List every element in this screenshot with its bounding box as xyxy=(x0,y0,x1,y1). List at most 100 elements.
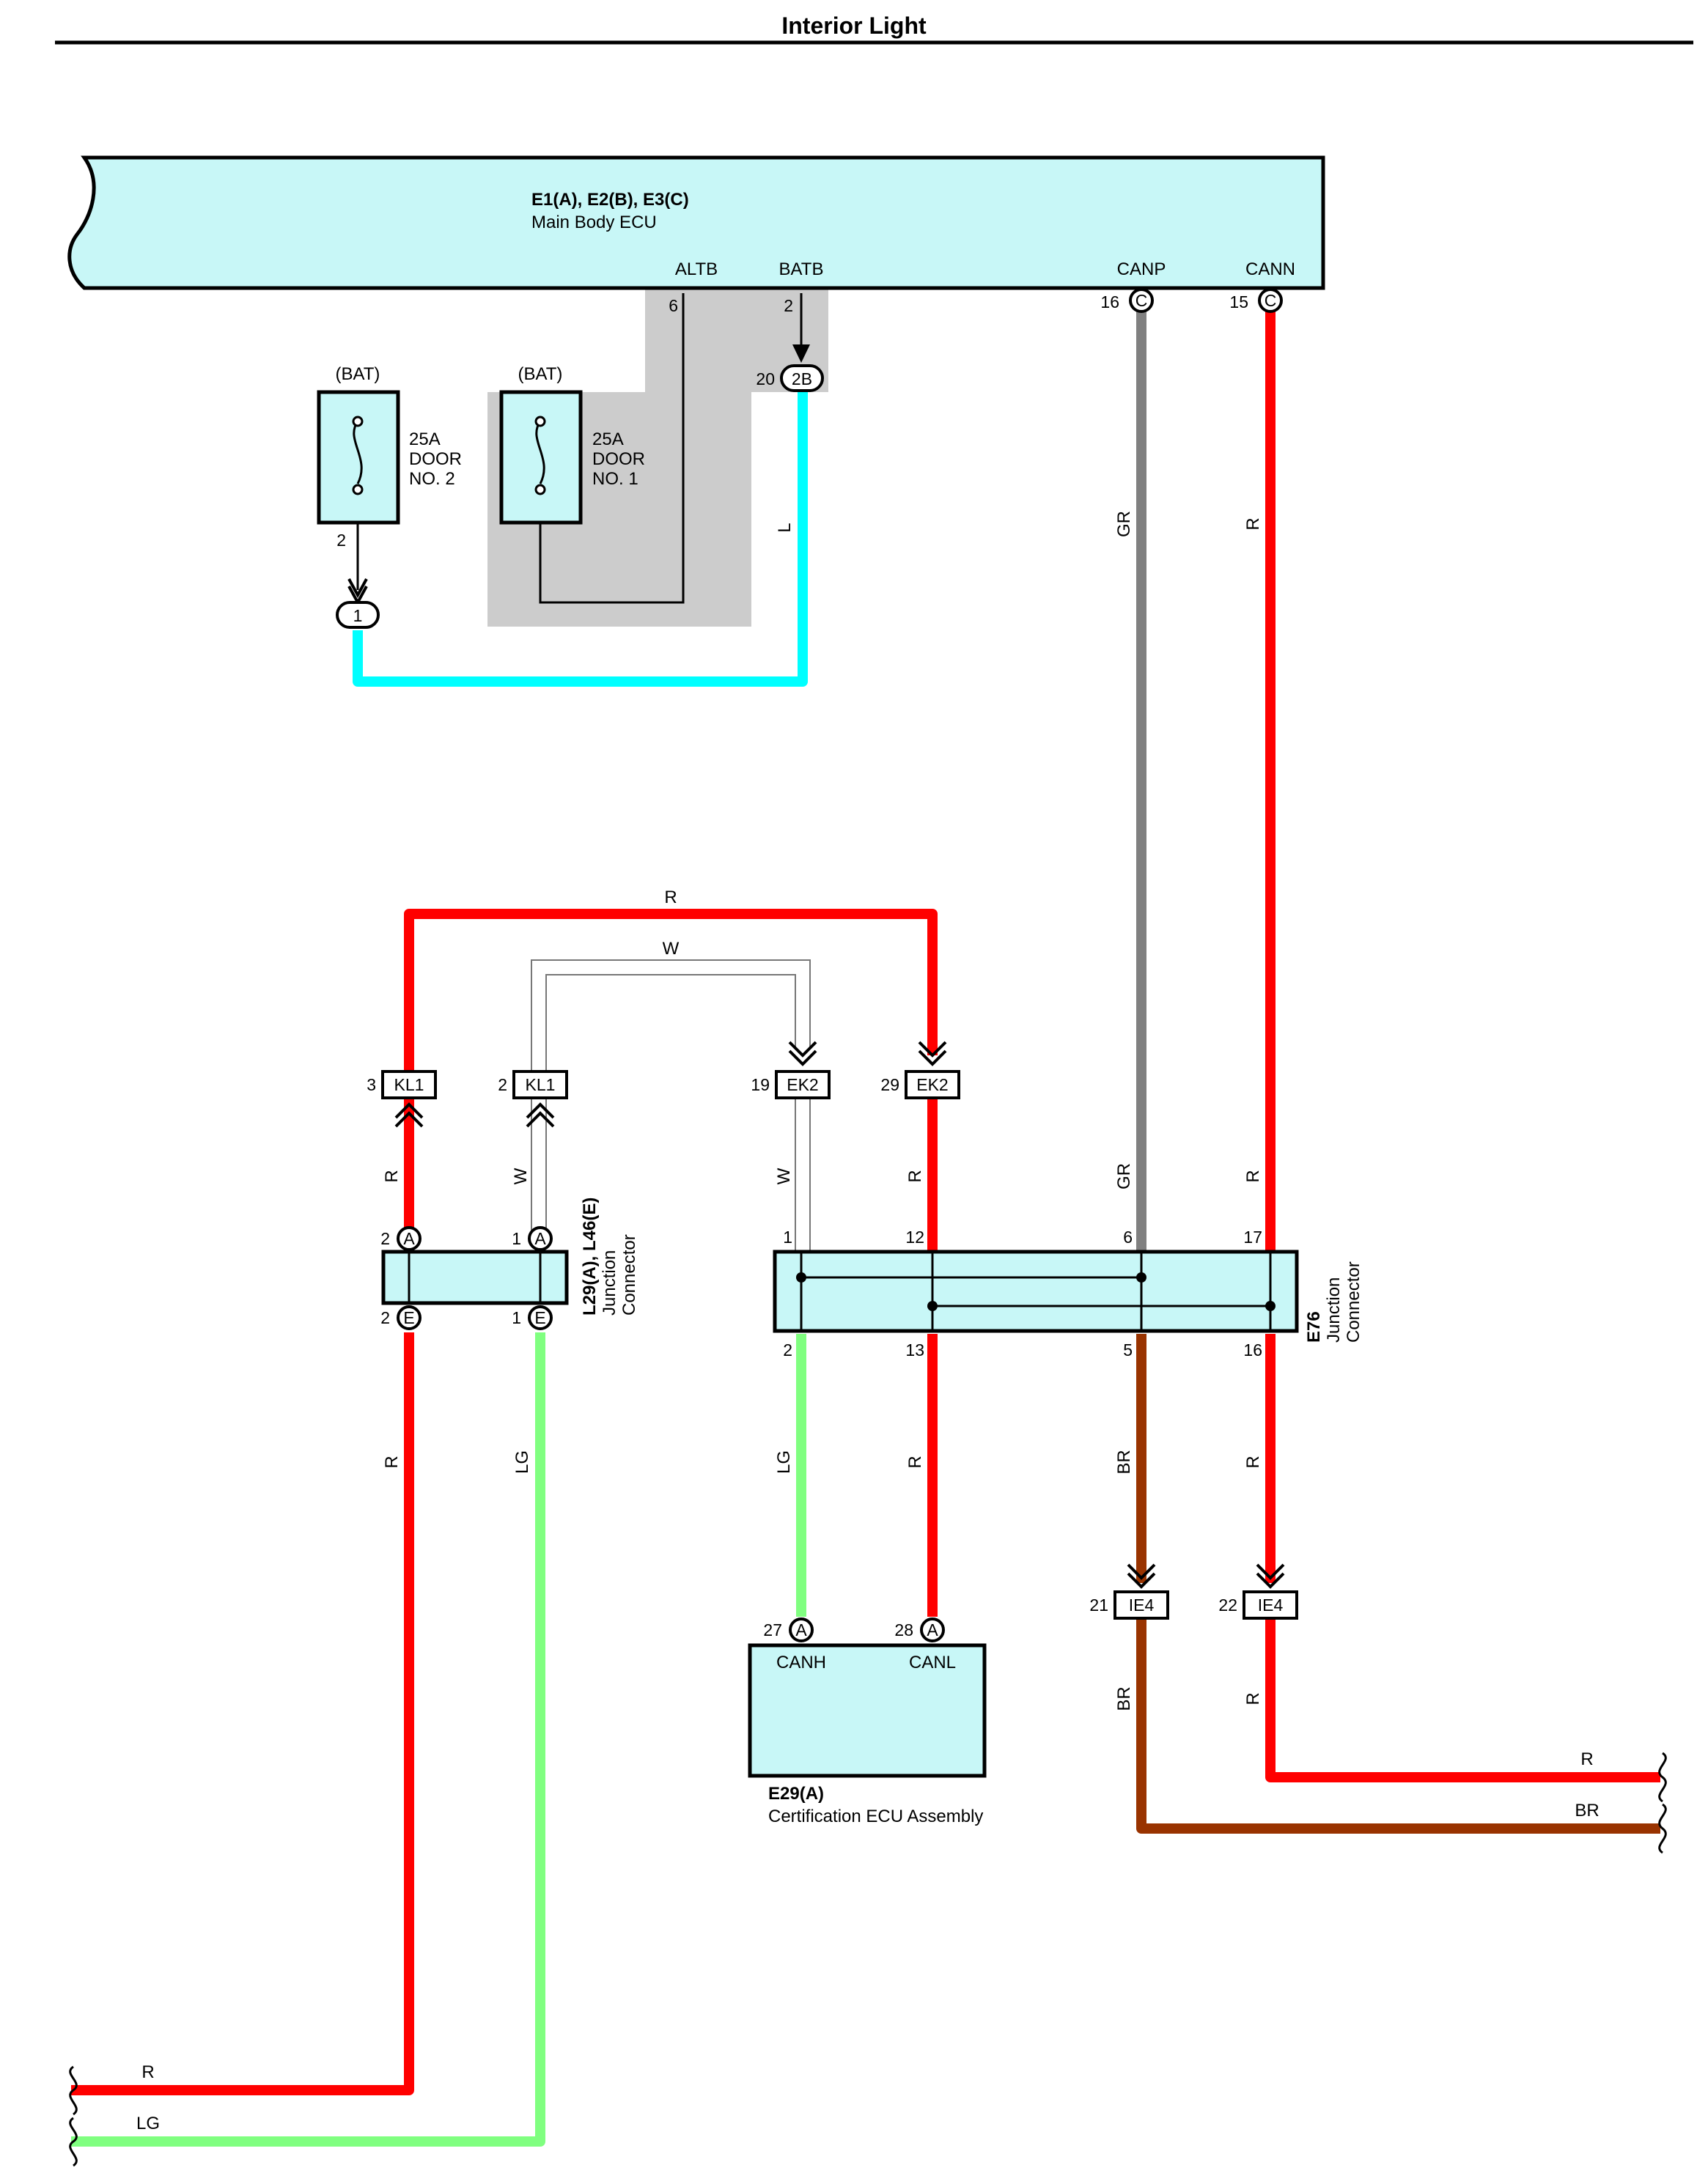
connector-ie4-22-label: IE4 xyxy=(1258,1595,1284,1615)
fuse-door-no1-element xyxy=(535,421,545,484)
splice-dot xyxy=(1265,1301,1276,1311)
wire-label-br-right: BR xyxy=(1575,1801,1599,1820)
connector-2b-pin: 20 xyxy=(756,369,775,388)
splice-dot xyxy=(927,1301,938,1311)
wire-label-r-cann: R xyxy=(1243,517,1263,530)
female-terminal-icon xyxy=(1127,1563,1156,1589)
fuse-door-no2-box xyxy=(317,390,400,525)
wire-label-r-l46: R xyxy=(382,1456,402,1468)
wire-r-right xyxy=(1265,1616,1660,1782)
female-terminal-icon xyxy=(1256,1563,1285,1589)
connector-c-canp-label: C xyxy=(1135,291,1148,310)
terminal-batb: BATB xyxy=(779,259,824,279)
junction-e76-pin-bottom-16: 16 xyxy=(1243,1340,1262,1360)
junction-e76-line2: Connector xyxy=(1344,1261,1363,1343)
wire-label-w-ek2: W xyxy=(774,1167,794,1184)
junction-l46-e2-pin: 2 xyxy=(380,1308,390,1327)
junction-e76-pin-top-12: 12 xyxy=(905,1228,924,1247)
connector-ek2-29: EK2 29 xyxy=(880,1041,960,1099)
connector-ie4-22: IE4 22 xyxy=(1218,1563,1298,1620)
fuse-door-no2-source: (BAT) xyxy=(336,364,380,384)
junction-e76-pin-bottom-5: 5 xyxy=(1123,1340,1133,1360)
wire-label-r-right: R xyxy=(1580,1749,1593,1769)
junction-l29-a1-label: A xyxy=(534,1229,546,1248)
wire-label-r-e76: R xyxy=(1243,1456,1263,1468)
wire-label-r-loop: R xyxy=(664,888,677,907)
junction-e76-pin-top-1: 1 xyxy=(783,1228,792,1247)
junction-e76-box xyxy=(773,1250,1299,1333)
connector-ie4-21-pin: 21 xyxy=(1089,1595,1108,1615)
female-terminal-icon xyxy=(918,1041,947,1066)
wire-label-lg-l46: LG xyxy=(512,1450,532,1474)
fuse-door-no2-pin: 2 xyxy=(336,531,346,550)
connector-ek2-29-label: EK2 xyxy=(916,1075,948,1094)
pin-canp: 16 xyxy=(1100,292,1119,311)
wire-label-lg-e29: LG xyxy=(774,1450,794,1474)
junction-l46-e2 xyxy=(397,1305,422,1330)
wire-label-r-kl1: R xyxy=(382,1170,402,1182)
junction-l46-e1 xyxy=(528,1305,553,1330)
wire-label-r-ie4: R xyxy=(1243,1692,1263,1705)
wire-label-r-left: R xyxy=(141,2062,154,2082)
fuse-door-no1-rating: 25A xyxy=(592,429,624,449)
junction-l46-e1-pin: 1 xyxy=(512,1308,521,1327)
terminal-canh: CANH xyxy=(776,1653,826,1672)
fuse-door-no2-element xyxy=(353,421,363,484)
fuse-door-no1-source: (BAT) xyxy=(518,364,563,384)
fuse-door-no1-terminal-top xyxy=(534,416,546,427)
connector-1-label: 1 xyxy=(353,606,363,625)
certification-ecu-pin-27 xyxy=(789,1617,814,1642)
splice-dot xyxy=(796,1272,806,1283)
connector-ie4-21: IE4 21 xyxy=(1089,1563,1169,1620)
fuse-door-no1-line2: NO. 1 xyxy=(592,469,638,489)
terminal-canl: CANL xyxy=(909,1653,956,1672)
connector-1-oval xyxy=(336,601,380,629)
pin-cann: 15 xyxy=(1229,292,1248,311)
connector-c-cann xyxy=(1258,288,1283,313)
wire-l-cyan xyxy=(353,392,808,687)
break-mark-icon xyxy=(1658,1752,1667,1803)
certification-ecu-pin-28-label: 28 xyxy=(894,1620,913,1639)
wire-r-bottom xyxy=(71,1332,414,2095)
splice-dot xyxy=(1136,1272,1146,1283)
wire-label-l: L xyxy=(775,523,795,532)
junction-l29-box xyxy=(381,1250,569,1305)
wire-label-gr-top: GR xyxy=(1114,511,1134,537)
certification-ecu-conn-28: A xyxy=(927,1620,938,1639)
wire-label-w-kl1: W xyxy=(511,1167,531,1184)
break-mark-icon xyxy=(1658,1803,1667,1854)
male-terminal-icon xyxy=(526,1102,555,1128)
arrow-down-icon xyxy=(792,344,810,363)
fuse-door-no2-terminal-bottom xyxy=(352,484,364,495)
main-ecu-name: Main Body ECU xyxy=(531,213,657,232)
certification-ecu-name: Certification ECU Assembly xyxy=(768,1807,983,1826)
junction-e76-pin-bottom-2: 2 xyxy=(783,1340,792,1360)
connector-ek2-29-pin: 29 xyxy=(880,1075,899,1094)
junction-e76-line1: Junction xyxy=(1324,1277,1344,1343)
wire-label-r-ek2: R xyxy=(905,1170,925,1182)
pin-batb: 2 xyxy=(784,296,793,315)
connector-c-canp xyxy=(1129,288,1154,313)
junction-l29-a2-pin: 2 xyxy=(380,1229,390,1248)
junction-e76-pin-top-6: 6 xyxy=(1123,1228,1133,1247)
connector-ek2-19: EK2 19 xyxy=(751,1041,831,1099)
junction-l46-e1-label: E xyxy=(534,1308,545,1327)
break-mark-icon xyxy=(69,2065,78,2116)
wire-label-w-loop: W xyxy=(663,939,680,959)
certification-ecu-pin-28 xyxy=(920,1617,945,1642)
wire-label-br-ie4: BR xyxy=(1114,1686,1134,1711)
connector-ek2-19-label: EK2 xyxy=(787,1075,818,1094)
junction-l29-a1-pin: 1 xyxy=(512,1229,521,1248)
fuse-door-no1-box xyxy=(499,390,583,525)
fuse-door-no1-line1: DOOR xyxy=(592,449,645,469)
connector-kl1-3-pin: 3 xyxy=(367,1075,376,1094)
wire-br-right xyxy=(1136,1616,1660,1834)
wire-label-br-mid: BR xyxy=(1114,1450,1134,1474)
junction-l29-line2: Connector xyxy=(619,1234,639,1316)
connector-ie4-22-pin: 22 xyxy=(1218,1595,1237,1615)
wire-w-outer xyxy=(531,959,811,1072)
pin-altb: 6 xyxy=(669,296,678,315)
male-terminal-icon xyxy=(394,1102,424,1128)
connector-c-cann-label: C xyxy=(1265,291,1277,310)
